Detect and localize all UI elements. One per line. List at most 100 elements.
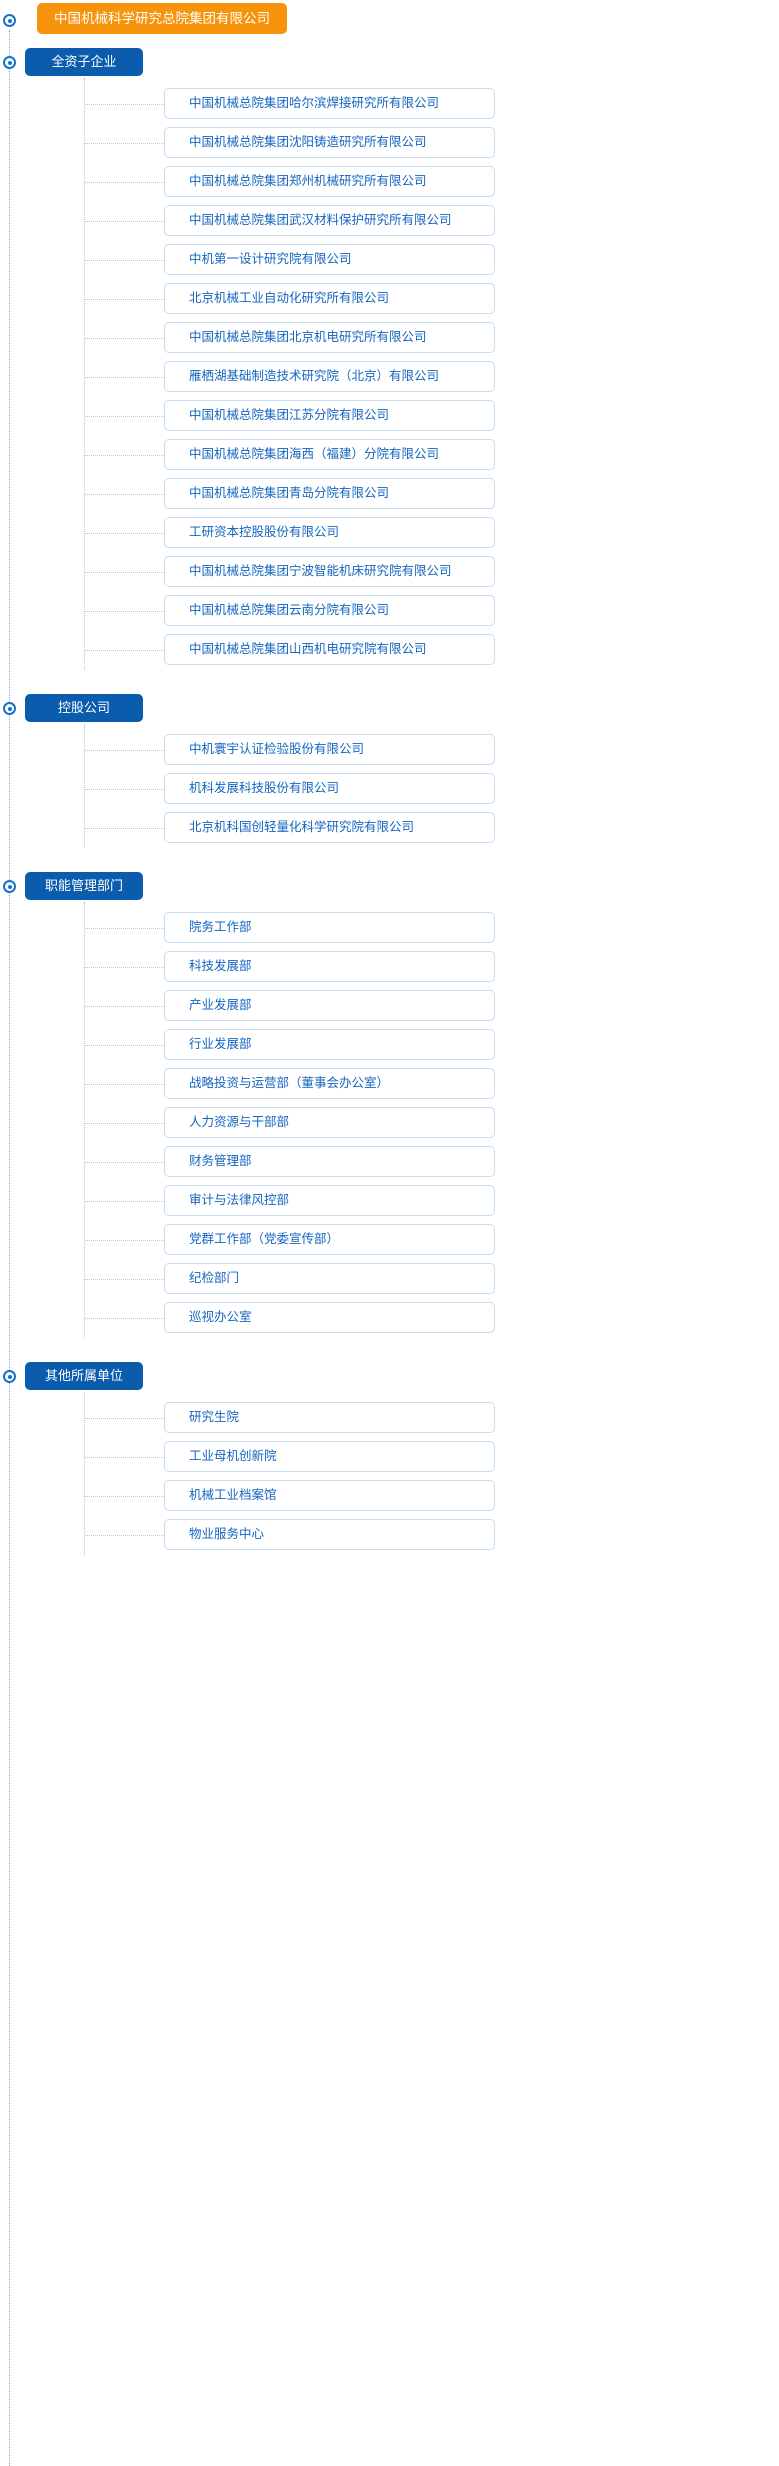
- section-header-row: 其他所属单位: [0, 1362, 779, 1392]
- org-item-row: 中国机械总院集团沈阳铸造研究所有限公司: [0, 124, 779, 163]
- item-connector-line: [85, 750, 164, 751]
- item-connector-line: [85, 1318, 164, 1319]
- org-item[interactable]: 中国机械总院集团武汉材料保护研究所有限公司: [164, 205, 495, 236]
- org-item[interactable]: 产业发展部: [164, 990, 495, 1021]
- org-item[interactable]: 战略投资与运营部（董事会办公室）: [164, 1068, 495, 1099]
- org-item[interactable]: 物业服务中心: [164, 1519, 495, 1550]
- section-header-3[interactable]: 其他所属单位: [25, 1362, 143, 1390]
- org-item-row: 中国机械总院集团宁波智能机床研究院有限公司: [0, 553, 779, 592]
- org-item-row: 中机寰宇认证检验股份有限公司: [0, 731, 779, 770]
- org-item-row: 科技发展部: [0, 948, 779, 987]
- item-connector-line: [85, 1535, 164, 1536]
- org-item-row: 人力资源与干部部: [0, 1104, 779, 1143]
- org-item-row: 北京机械工业自动化研究所有限公司: [0, 280, 779, 319]
- org-item[interactable]: 巡视办公室: [164, 1302, 495, 1333]
- section-header-0[interactable]: 全资子企业: [25, 48, 143, 76]
- org-item-row: 纪检部门: [0, 1260, 779, 1299]
- item-connector-line: [85, 1496, 164, 1497]
- root-node-row: 中国机械科学研究总院集团有限公司: [0, 0, 779, 48]
- org-item[interactable]: 行业发展部: [164, 1029, 495, 1060]
- org-item-row: 党群工作部（党委宣传部）: [0, 1221, 779, 1260]
- org-item-row: 工业母机创新院: [0, 1438, 779, 1477]
- org-item[interactable]: 中国机械总院集团北京机电研究所有限公司: [164, 322, 495, 353]
- org-item-row: 研究生院: [0, 1399, 779, 1438]
- org-item[interactable]: 中机第一设计研究院有限公司: [164, 244, 495, 275]
- item-connector-line: [85, 1201, 164, 1202]
- item-connector-line: [85, 455, 164, 456]
- item-connector-line: [85, 494, 164, 495]
- item-connector-line: [85, 143, 164, 144]
- org-section: 职能管理部门院务工作部科技发展部产业发展部行业发展部战略投资与运营部（董事会办公…: [0, 872, 779, 1362]
- org-item[interactable]: 审计与法律风控部: [164, 1185, 495, 1216]
- item-connector-line: [85, 828, 164, 829]
- org-item[interactable]: 人力资源与干部部: [164, 1107, 495, 1138]
- section-header-2[interactable]: 职能管理部门: [25, 872, 143, 900]
- item-connector-line: [85, 377, 164, 378]
- section-bullet-icon: [3, 56, 16, 69]
- main-vertical-spine: [9, 30, 10, 2466]
- item-connector-line: [85, 416, 164, 417]
- org-item[interactable]: 研究生院: [164, 1402, 495, 1433]
- org-item[interactable]: 科技发展部: [164, 951, 495, 982]
- org-item-row: 机械工业档案馆: [0, 1477, 779, 1516]
- item-connector-line: [85, 104, 164, 105]
- org-item-row: 物业服务中心: [0, 1516, 779, 1555]
- item-connector-line: [85, 221, 164, 222]
- section-header-row: 控股公司: [0, 694, 779, 724]
- item-connector-line: [85, 928, 164, 929]
- org-item-row: 院务工作部: [0, 909, 779, 948]
- org-item-row: 中国机械总院集团海西（福建）分院有限公司: [0, 436, 779, 475]
- org-item[interactable]: 院务工作部: [164, 912, 495, 943]
- root-node[interactable]: 中国机械科学研究总院集团有限公司: [37, 3, 287, 34]
- org-item-row: 战略投资与运营部（董事会办公室）: [0, 1065, 779, 1104]
- org-item[interactable]: 中国机械总院集团郑州机械研究所有限公司: [164, 166, 495, 197]
- org-section: 全资子企业中国机械总院集团哈尔滨焊接研究所有限公司中国机械总院集团沈阳铸造研究所…: [0, 48, 779, 694]
- section-items: 院务工作部科技发展部产业发展部行业发展部战略投资与运营部（董事会办公室） 人力资源…: [0, 902, 779, 1362]
- item-connector-line: [85, 299, 164, 300]
- org-item[interactable]: 雁栖湖基础制造技术研究院（北京）有限公司: [164, 361, 495, 392]
- item-connector-line: [85, 1123, 164, 1124]
- org-item[interactable]: 中国机械总院集团云南分院有限公司: [164, 595, 495, 626]
- org-item-row: 中国机械总院集团哈尔滨焊接研究所有限公司: [0, 85, 779, 124]
- org-item[interactable]: 工研资本控股股份有限公司: [164, 517, 495, 548]
- section-bullet-icon: [3, 702, 16, 715]
- org-item-row: 巡视办公室: [0, 1299, 779, 1338]
- org-item-row: 财务管理部: [0, 1143, 779, 1182]
- item-connector-line: [85, 572, 164, 573]
- org-item[interactable]: 财务管理部: [164, 1146, 495, 1177]
- org-item[interactable]: 中国机械总院集团青岛分院有限公司: [164, 478, 495, 509]
- org-section: 其他所属单位研究生院工业母机创新院机械工业档案馆物业服务中心: [0, 1362, 779, 1579]
- section-bullet-icon: [3, 1370, 16, 1383]
- org-item-row: 中国机械总院集团山西机电研究院有限公司: [0, 631, 779, 670]
- org-item[interactable]: 机械工业档案馆: [164, 1480, 495, 1511]
- org-item[interactable]: 工业母机创新院: [164, 1441, 495, 1472]
- section-items: 研究生院工业母机创新院机械工业档案馆物业服务中心: [0, 1392, 779, 1579]
- item-connector-line: [85, 1084, 164, 1085]
- org-item[interactable]: 北京机科国创轻量化科学研究院有限公司: [164, 812, 495, 843]
- org-item[interactable]: 中国机械总院集团宁波智能机床研究院有限公司: [164, 556, 495, 587]
- item-connector-line: [85, 1457, 164, 1458]
- org-item[interactable]: 机科发展科技股份有限公司: [164, 773, 495, 804]
- org-item[interactable]: 北京机械工业自动化研究所有限公司: [164, 283, 495, 314]
- org-item[interactable]: 纪检部门: [164, 1263, 495, 1294]
- section-header-row: 职能管理部门: [0, 872, 779, 902]
- org-item-row: 北京机科国创轻量化科学研究院有限公司: [0, 809, 779, 848]
- section-header-row: 全资子企业: [0, 48, 779, 78]
- item-connector-line: [85, 789, 164, 790]
- item-connector-line: [85, 611, 164, 612]
- org-item-row: 雁栖湖基础制造技术研究院（北京）有限公司: [0, 358, 779, 397]
- org-item[interactable]: 中国机械总院集团沈阳铸造研究所有限公司: [164, 127, 495, 158]
- section-header-1[interactable]: 控股公司: [25, 694, 143, 722]
- org-item[interactable]: 中国机械总院集团哈尔滨焊接研究所有限公司: [164, 88, 495, 119]
- org-item[interactable]: 中机寰宇认证检验股份有限公司: [164, 734, 495, 765]
- org-item-row: 中国机械总院集团云南分院有限公司: [0, 592, 779, 631]
- org-item[interactable]: 中国机械总院集团海西（福建）分院有限公司: [164, 439, 495, 470]
- item-connector-line: [85, 1279, 164, 1280]
- org-item[interactable]: 中国机械总院集团山西机电研究院有限公司: [164, 634, 495, 665]
- org-item-row: 中国机械总院集团江苏分院有限公司: [0, 397, 779, 436]
- org-item-row: 中国机械总院集团武汉材料保护研究所有限公司: [0, 202, 779, 241]
- org-item[interactable]: 中国机械总院集团江苏分院有限公司: [164, 400, 495, 431]
- item-connector-line: [85, 1418, 164, 1419]
- org-item[interactable]: 党群工作部（党委宣传部）: [164, 1224, 495, 1255]
- org-item-row: 机科发展科技股份有限公司: [0, 770, 779, 809]
